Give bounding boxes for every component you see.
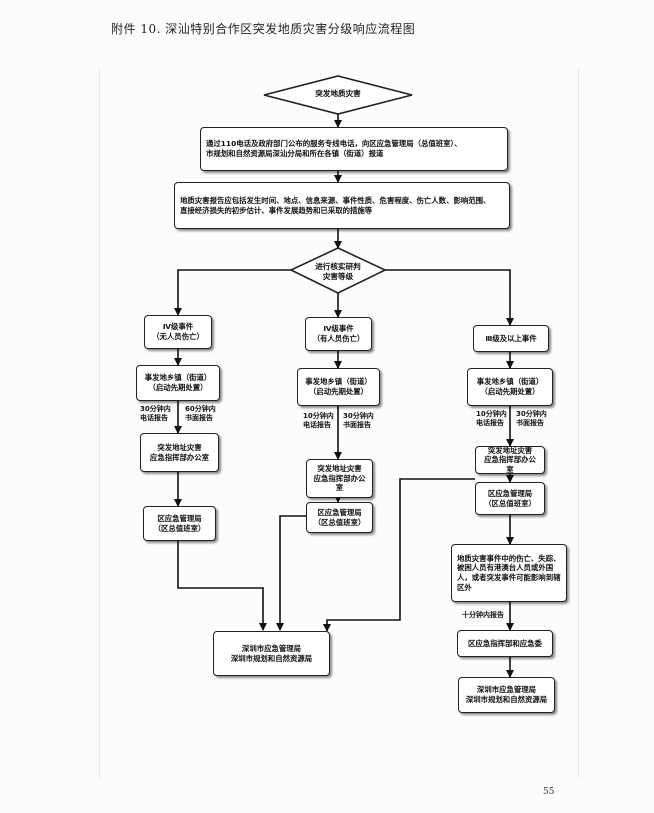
branch-b-written-report: 30分钟内 书面报告 xyxy=(343,412,374,429)
branch-c-casualty-note-box: 地质灾害事件中的伤亡、失踪、被困人员有港澳台人员或外国人，或者突发事件可能影响到… xyxy=(451,544,567,602)
branch-c-emergency-bureau-box: 区应急管理局 （区总值班室） xyxy=(475,482,545,515)
branch-a-level-box: Ⅳ级事件 （无人员伤亡） xyxy=(144,315,212,349)
branch-c-written-report: 30分钟内 书面报告 xyxy=(516,410,547,427)
branch-b-phone-report: 10分钟内 电话报告 xyxy=(303,412,334,429)
branch-a-phone-report: 30分钟内 电话报告 xyxy=(140,405,171,422)
branch-a-town-box: 事发地乡镇（街道） （启动先期处置） xyxy=(136,365,220,401)
final-left-box: 深圳市应急管理局 深圳市规划和自然资源局 xyxy=(213,631,330,676)
document-title: 附件 10. 深汕特别合作区突发地质灾害分级响应流程图 xyxy=(111,22,416,36)
page-number: 55 xyxy=(543,787,555,797)
branch-b-level-box: Ⅳ级事件 （有人员伤亡） xyxy=(305,317,372,351)
branch-b-emergency-bureau-box: 区应急管理局 （区总值班室） xyxy=(306,502,373,533)
branch-b-town-box: 事发地乡镇（街道） （启动先期处置） xyxy=(297,368,380,406)
report-content-box: 地质灾害报告应包括发生时间、地点、信息来源、事件性质、危害程度、伤亡人数、影响范… xyxy=(174,182,510,229)
branch-c-hq-office-box: 突发地址灾害 应急指挥部办公室 xyxy=(475,446,545,474)
branch-c-level-box: Ⅲ级及以上事件 xyxy=(473,325,549,352)
branch-a-emergency-bureau-box: 区应急管理局 （区总值班室） xyxy=(143,506,216,541)
branch-a-written-report: 60分钟内 书面报告 xyxy=(185,405,216,422)
scan-frame xyxy=(99,68,579,778)
branch-c-hq-committee-box: 区应急指挥部和应急委 xyxy=(457,630,553,657)
branch-c-phone-report: 10分钟内 电话报告 xyxy=(476,410,507,427)
branch-c-final-box: 深圳市应急管理局 深圳市规划和自然资源局 xyxy=(458,677,555,713)
branch-b-hq-office-box: 突发地址灾害 应急指挥部办公室 xyxy=(306,459,373,498)
verify-label: 进行核实研判 灾害等级 xyxy=(315,262,361,281)
branch-c-ten-min-report: 十分钟内报告 xyxy=(462,611,504,619)
start-label: 突发地质灾害 xyxy=(315,89,361,98)
branch-a-hq-office-box: 突发地址灾害 应急指挥部办公室 xyxy=(140,433,219,472)
branch-c-town-box: 事发地乡镇（街道） （启动先期处置） xyxy=(467,368,553,406)
report-channel-box: 通过110电话及政府部门公布的服务专线电话，向区应急管理局（总值班室）、 市规划… xyxy=(200,127,508,171)
